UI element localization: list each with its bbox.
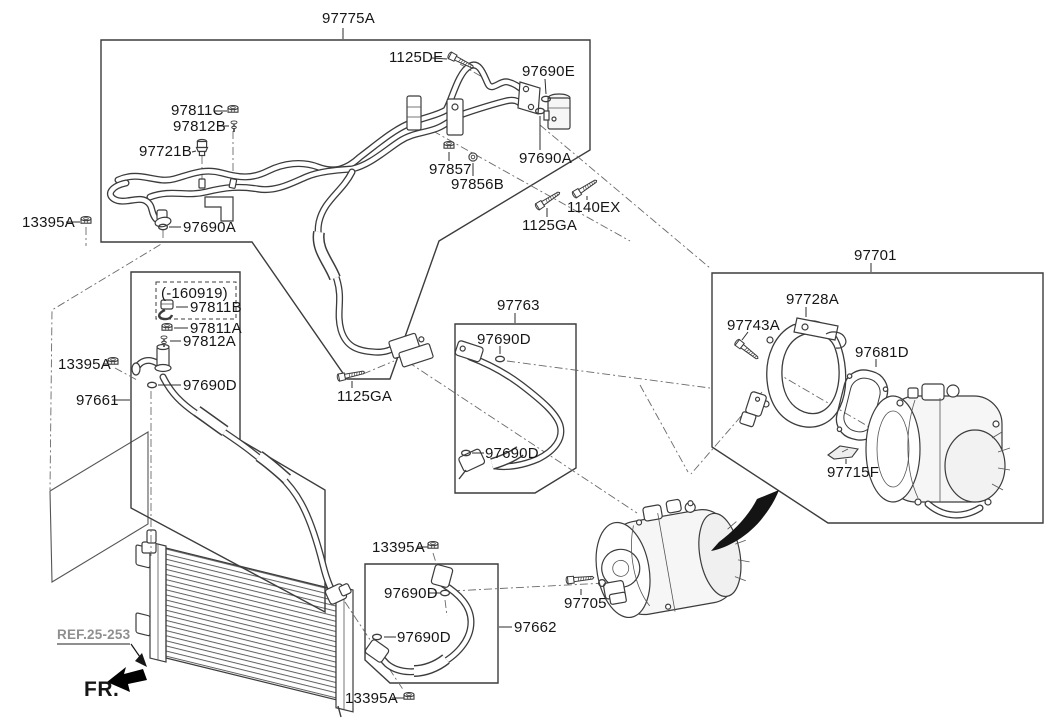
- callout-97856B: 97856B: [451, 176, 504, 193]
- callout-97743A: 97743A: [727, 317, 780, 334]
- callout-97812B: 97812B: [173, 118, 226, 135]
- callout-1125DE: 1125DE: [389, 49, 444, 66]
- callout-97701: 97701: [854, 247, 897, 264]
- callout-13395A-4: 13395A: [345, 690, 398, 707]
- nut-icon-13395A-3: [427, 540, 439, 549]
- callout-leader-lines: [66, 28, 877, 699]
- reference-plane-outline: [49, 431, 149, 583]
- callout-97811A: 97811A: [190, 320, 242, 337]
- bolt-icon-97743A: [733, 338, 761, 362]
- box-97701: [711, 272, 1044, 524]
- callout-97690D-62a: 97690D: [384, 585, 438, 602]
- callout-97661: 97661: [76, 392, 119, 409]
- callout-97705: 97705: [564, 595, 607, 612]
- bolt-icon-97705: [565, 573, 595, 585]
- washer-icon-97856B: [468, 152, 478, 162]
- callout-13395A-2: 13395A: [58, 356, 111, 373]
- fastener-icons: [80, 50, 761, 700]
- suction-hose-97763: [454, 340, 565, 480]
- oring-icon-97690D-62a: [439, 589, 451, 597]
- box-97662: [364, 563, 499, 684]
- liquid-tube-97661: [131, 343, 352, 605]
- callout-97690D-62b: 97690D: [397, 629, 451, 646]
- callout-97690D-63top: 97690D: [477, 331, 531, 348]
- callout-13395A-1: 13395A: [22, 214, 75, 231]
- bolt-icon-1140EX: [570, 176, 600, 200]
- callout-1125GA-top: 1125GA: [522, 217, 578, 234]
- callout-97763: 97763: [497, 297, 540, 314]
- callout-97715F: 97715F: [827, 464, 880, 481]
- cap-icon-97811B: [158, 299, 174, 321]
- box-97763: [454, 323, 577, 494]
- callout-97728A: 97728A: [786, 291, 839, 308]
- callout-13395A-3: 13395A: [372, 539, 425, 556]
- callout-97721B: 97721B: [139, 143, 192, 160]
- nut-icon-97811C: [227, 104, 239, 113]
- callout-97690D-63bot: 97690D: [485, 445, 539, 462]
- oring-icon-97690D-63top: [494, 355, 506, 363]
- nut-icon-97811A: [161, 322, 173, 331]
- motion-swoosh-arrow: [711, 490, 779, 551]
- box-date-note: [155, 281, 237, 320]
- nut-icon-13395A-4: [403, 691, 415, 700]
- bolt-icon-1125DE: [446, 50, 476, 71]
- callout-97812A: 97812A: [183, 333, 236, 350]
- nut-icon-97857: [443, 140, 455, 149]
- bracket-97715F-drawing: [827, 445, 859, 460]
- callout-97690E: 97690E: [522, 63, 575, 80]
- front-direction-arrow: [107, 667, 147, 692]
- callout-1125GA-bottom: 1125GA: [337, 388, 393, 405]
- nut-icon-13395A-1: [80, 215, 92, 224]
- callout-97690D-61: 97690D: [183, 377, 237, 394]
- condenser-drawing: [135, 529, 354, 718]
- bolt-icon-1125GA-top: [533, 188, 563, 212]
- callout-1140EX: 1140EX: [567, 199, 621, 216]
- sensor-icon-97721B: [195, 138, 209, 157]
- callout-date-note: (-160919): [161, 285, 228, 302]
- callout-97775A: 97775A: [322, 10, 375, 27]
- valve-core-icon-97812B: [230, 120, 238, 133]
- compressor-center-drawing: [595, 498, 750, 619]
- ref-note-label: REF.25-253: [57, 628, 131, 645]
- callout-97681D: 97681D: [855, 344, 909, 361]
- compressor-97701-drawing: [865, 383, 1011, 519]
- callout-97811B: 97811B: [190, 299, 242, 316]
- callout-97690A-left: 97690A: [183, 219, 236, 236]
- expansion-valve-drawing: [543, 93, 571, 130]
- box-97775A: [100, 39, 591, 380]
- box-97661: [130, 271, 326, 614]
- front-marker-label: FR.: [84, 678, 120, 701]
- pipe-assembly-97775A: [107, 61, 541, 368]
- bracket-97728A-drawing: [739, 317, 847, 428]
- oring-icon-97690D-61: [146, 381, 158, 389]
- oring-icon-97690D-62b: [371, 633, 383, 641]
- callout-97690A-right: 97690A: [519, 150, 572, 167]
- callout-97662: 97662: [514, 619, 557, 636]
- ref-leader-arrow: [130, 643, 147, 667]
- callout-97857: 97857: [429, 161, 472, 178]
- discharge-hose-97662: [364, 564, 475, 677]
- callout-97811C: 97811C: [171, 102, 224, 119]
- compressor-port-oring: [597, 578, 606, 587]
